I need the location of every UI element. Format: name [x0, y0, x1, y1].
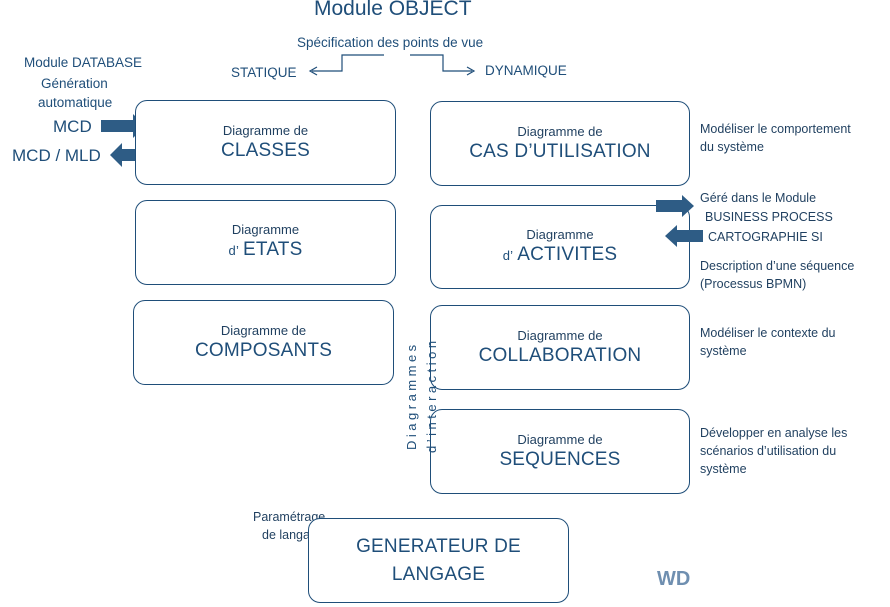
- sequence-note: Développer en analyse les scénarios d’ut…: [700, 424, 847, 478]
- sequence-note-line: système: [700, 462, 747, 476]
- dynamic-connector-line: [410, 54, 472, 72]
- sequence-diagram-box[interactable]: Diagramme de SEQUENCES: [430, 409, 690, 494]
- activity-note: Description d’une séquence (Processus BP…: [700, 257, 854, 293]
- component-diagram-title: COMPOSANTS: [194, 339, 333, 361]
- use-case-note-line: Modéliser le comportement: [700, 122, 851, 136]
- use-case-diagram-title: CAS D’UTILISATION: [469, 140, 651, 162]
- svg-text:WD: WD: [657, 568, 690, 590]
- class-diagram-prefix: Diagramme de: [222, 122, 309, 138]
- activity-diagram-box[interactable]: Diagramme d’ACTIVITES: [430, 205, 690, 289]
- generation-label: Génération: [41, 76, 108, 91]
- collaboration-note: Modéliser le contexte du système: [700, 324, 836, 360]
- dynamic-arrowhead: [466, 66, 476, 76]
- state-diagram-title: ETATS: [243, 239, 303, 260]
- language-generator-line-1: GENERATEUR DE: [356, 535, 521, 557]
- mcd-mld-label: MCD / MLD: [12, 146, 101, 165]
- sequence-diagram-prefix: Diagramme de: [517, 431, 603, 447]
- wd-logo: WD: [655, 565, 699, 591]
- business-process-note-1: Géré dans le Module: [700, 191, 817, 205]
- dynamic-label: DYNAMIQUE: [485, 63, 567, 78]
- activity-note-line: (Processus BPMN): [700, 277, 807, 291]
- activity-note-line: Description d’une séquence: [700, 259, 855, 273]
- collaboration-diagram-prefix: Diagramme de: [517, 327, 603, 343]
- collaboration-note-line: système: [700, 344, 747, 358]
- language-generator-box[interactable]: GENERATEUR DE LANGAGE: [308, 518, 569, 603]
- sequence-note-line: Développer en analyse les: [700, 426, 848, 440]
- collaboration-diagram-title: COLLABORATION: [478, 344, 642, 366]
- use-case-note: Modéliser le comportement du système: [700, 120, 851, 156]
- wd-logo-mark: WD: [657, 568, 690, 590]
- component-diagram-box[interactable]: Diagramme de COMPOSANTS: [133, 300, 394, 385]
- bp-import-arrow-icon: [656, 195, 694, 217]
- language-settings-label-1: Paramétrage: [253, 510, 326, 524]
- collaboration-diagram-box[interactable]: Diagramme de COLLABORATION: [430, 305, 690, 390]
- activity-diagram-prefix: Diagramme: [526, 226, 594, 242]
- activity-diagram-article: d’: [502, 247, 514, 263]
- business-process-note-3: CARTOGRAPHIE SI: [708, 230, 823, 244]
- static-label: STATIQUE: [231, 65, 297, 80]
- sequence-diagram-title: SEQUENCES: [499, 448, 621, 470]
- class-diagram-box[interactable]: Diagramme de CLASSES: [135, 100, 396, 185]
- use-case-diagram-box[interactable]: Diagramme de CAS D’UTILISATION: [430, 101, 690, 186]
- mcd-label: MCD: [53, 117, 92, 136]
- module-database-label: Module DATABASE: [24, 55, 143, 70]
- business-process-note-2: BUSINESS PROCESS: [705, 210, 833, 224]
- class-diagram-title: CLASSES: [220, 139, 311, 161]
- viewpoint-spec-label: Spécification des points de vue: [297, 35, 484, 50]
- state-diagram-prefix: Diagramme: [231, 222, 300, 237]
- use-case-note-line: du système: [700, 140, 764, 154]
- import-arrow-icon: [101, 114, 145, 138]
- use-case-diagram-prefix: Diagramme de: [517, 123, 603, 139]
- language-generator-line-2: LANGAGE: [391, 563, 486, 585]
- state-diagram-box[interactable]: Diagramme d’ETATS: [135, 200, 396, 285]
- state-diagram-title-row: d’ETATS: [229, 238, 303, 263]
- interaction-diagrams-label-2: d’interaction: [424, 337, 439, 453]
- activity-diagram-title-row: d’ACTIVITES: [503, 243, 618, 268]
- static-connector-line: [312, 54, 384, 72]
- bp-export-arrow-icon: [665, 225, 703, 247]
- activity-diagram-title: ACTIVITES: [517, 243, 618, 265]
- sequence-note-line: scénarios d’utilisation du: [700, 444, 837, 458]
- component-diagram-prefix: Diagramme de: [220, 322, 307, 338]
- static-arrowhead: [308, 66, 318, 76]
- interaction-diagrams-label-1: Diagrammes: [404, 341, 419, 451]
- page-title: Module OBJECT: [314, 0, 472, 20]
- automatic-label: automatique: [38, 95, 113, 110]
- collaboration-note-line: Modéliser le contexte du: [700, 326, 836, 340]
- state-diagram-article: d’: [228, 243, 240, 258]
